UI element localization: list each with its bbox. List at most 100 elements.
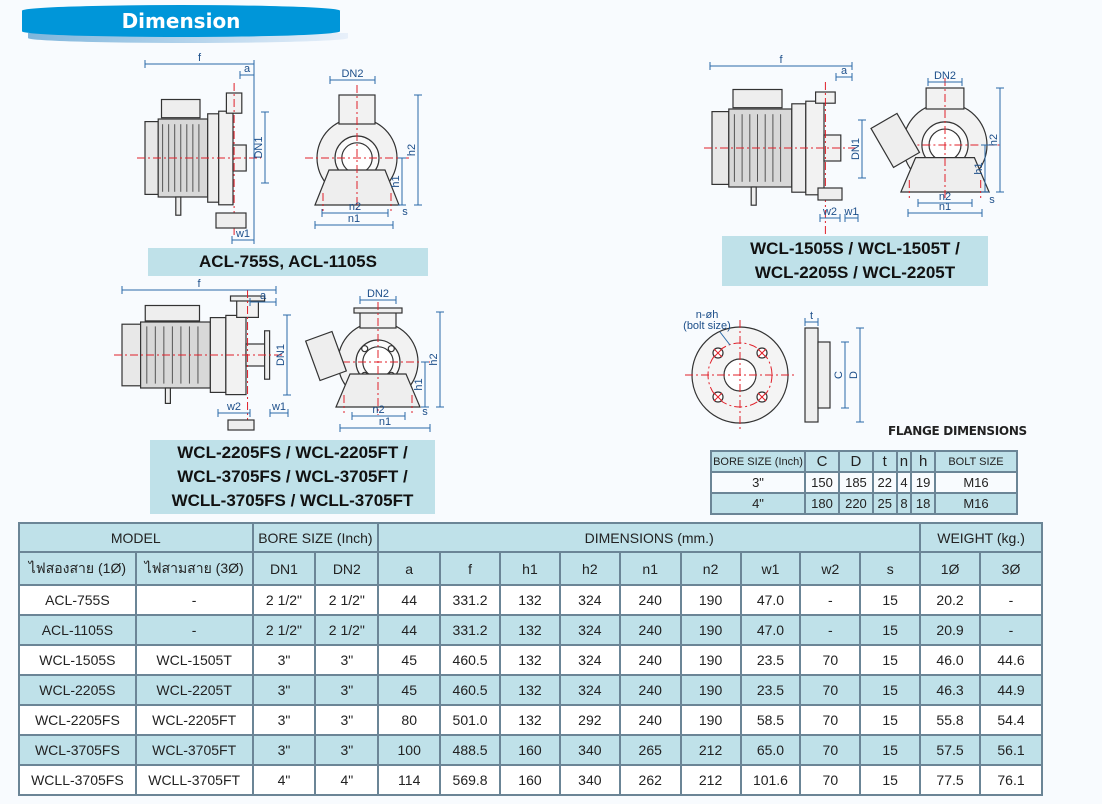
dimension-label-n2: n2	[349, 201, 361, 213]
dimension-label-w2: w2	[822, 206, 837, 218]
table-cell: 3"	[314, 734, 380, 766]
sub-header-cell: ไฟสองสาย (1Ø)	[18, 551, 137, 586]
table-cell: 240	[618, 614, 682, 646]
table-cell: WCLL-3705FT	[134, 764, 254, 796]
dimension-line	[719, 331, 731, 346]
dimension-label-w1: w1	[843, 206, 858, 218]
table-cell: 58.5	[739, 704, 802, 736]
dimension-label-s: s	[422, 406, 428, 418]
flange-cell: 19	[910, 471, 936, 494]
table-cell: 56.1	[979, 734, 1043, 766]
dimension-label-dn1: DN1	[253, 136, 265, 158]
dimension-label-n2: n2	[372, 404, 384, 416]
table-cell: 76.1	[979, 764, 1043, 796]
table-cell: 190	[679, 584, 742, 616]
table-cell: 240	[618, 644, 682, 676]
header-weight: WEIGHT (kg.)	[919, 522, 1043, 553]
flange-cell: 4"	[710, 492, 806, 515]
table-cell: 70	[799, 704, 862, 736]
dimension-label-dn1: DN1	[850, 138, 862, 160]
table-cell: 262	[618, 764, 682, 796]
dimension-label-h1: h1	[973, 162, 985, 174]
centerline	[757, 392, 767, 402]
caption-line: WCL-1505S / WCL-1505T /	[750, 239, 960, 258]
dimension-label-f: f	[197, 278, 201, 290]
header-dimensions: DIMENSIONS (mm.)	[377, 522, 922, 553]
bolt-hole	[387, 345, 395, 353]
table-cell: 569.8	[439, 764, 502, 796]
flange-cell: 22	[871, 471, 898, 494]
table-cell: 460.5	[439, 674, 502, 706]
caption-line: ACL-755S, ACL-1105S	[199, 252, 377, 271]
caption-wcl2205fs: WCL-2205FS / WCL-2205FT / WCL-3705FS / W…	[150, 440, 435, 514]
table-cell: 54.4	[979, 704, 1043, 736]
dimension-label-s: s	[989, 194, 995, 206]
dimension-label-t: t	[810, 310, 813, 322]
caption-wcl1505: WCL-1505S / WCL-1505T / WCL-2205S / WCL-…	[722, 236, 988, 286]
sub-header-cell: h1	[499, 551, 561, 586]
table-cell: 3"	[314, 674, 380, 706]
dimension-label-bolt: (bolt size)	[683, 320, 731, 332]
table-cell: 212	[679, 764, 742, 796]
dimension-label-h1: h1	[413, 378, 425, 390]
table-cell: 3"	[314, 644, 380, 676]
dimension-label-n1: n1	[348, 213, 360, 225]
mounting-bracket	[215, 212, 247, 229]
dimension-label-w2: w2	[226, 401, 241, 413]
table-cell: 240	[618, 674, 682, 706]
sub-header-cell: f	[439, 551, 502, 586]
terminal-box	[732, 88, 783, 109]
table-cell: 132	[499, 644, 561, 676]
table-cell: 4"	[251, 764, 317, 796]
table-cell: 324	[558, 584, 621, 616]
table-cell: 44	[377, 614, 442, 646]
table-cell: 101.6	[739, 764, 802, 796]
flange-cell: M16	[933, 492, 1019, 515]
table-cell: 331.2	[439, 584, 502, 616]
table-cell: 70	[799, 674, 862, 706]
table-cell: 15	[859, 614, 922, 646]
table-cell: 80	[377, 704, 442, 736]
terminal-box	[870, 112, 921, 169]
table-cell: 132	[499, 704, 561, 736]
table-cell: 23.5	[739, 674, 802, 706]
flange-header-cell: BOLT SIZE	[933, 450, 1019, 473]
flange-cell: 185	[837, 471, 874, 494]
dimension-label-h1: h1	[390, 175, 402, 187]
table-cell: 70	[799, 764, 862, 796]
table-cell: 20.2	[919, 584, 981, 616]
table-cell: ACL-1105S	[18, 614, 137, 646]
dimension-label-dn2: DN2	[367, 288, 389, 300]
table-cell: 190	[679, 704, 742, 736]
table-cell: 114	[377, 764, 442, 796]
table-cell: 132	[499, 674, 561, 706]
flange-header-cell: BORE SIZE (Inch)	[710, 450, 806, 473]
flange-cell: 150	[804, 471, 840, 494]
table-cell: 23.5	[739, 644, 802, 676]
bolt-hole	[361, 345, 369, 353]
table-cell: 190	[679, 614, 742, 646]
table-cell: 240	[618, 704, 682, 736]
flange-header-cell: h	[910, 450, 936, 473]
dimension-label-dn1: DN1	[275, 344, 287, 366]
table-cell: 324	[558, 644, 621, 676]
sub-header-cell: s	[859, 551, 922, 586]
banner-pill	[22, 5, 340, 37]
caption-line: WCL-2205FS / WCL-2205FT /	[177, 443, 408, 462]
table-cell: 3"	[251, 704, 317, 736]
table-cell: 190	[679, 674, 742, 706]
table-cell: 57.5	[919, 734, 981, 766]
table-cell: 44.9	[979, 674, 1043, 706]
dimension-label-w1: w1	[271, 401, 286, 413]
table-cell: 340	[558, 764, 621, 796]
sub-header-cell: n1	[618, 551, 682, 586]
table-cell: 324	[558, 674, 621, 706]
table-cell: 46.3	[919, 674, 981, 706]
caption-acl: ACL-755S, ACL-1105S	[148, 248, 428, 276]
group-header-row: MODEL BORE SIZE (Inch) DIMENSIONS (mm.) …	[18, 522, 1043, 553]
table-cell: 132	[499, 584, 561, 616]
table-cell: 2 1/2"	[314, 584, 380, 616]
